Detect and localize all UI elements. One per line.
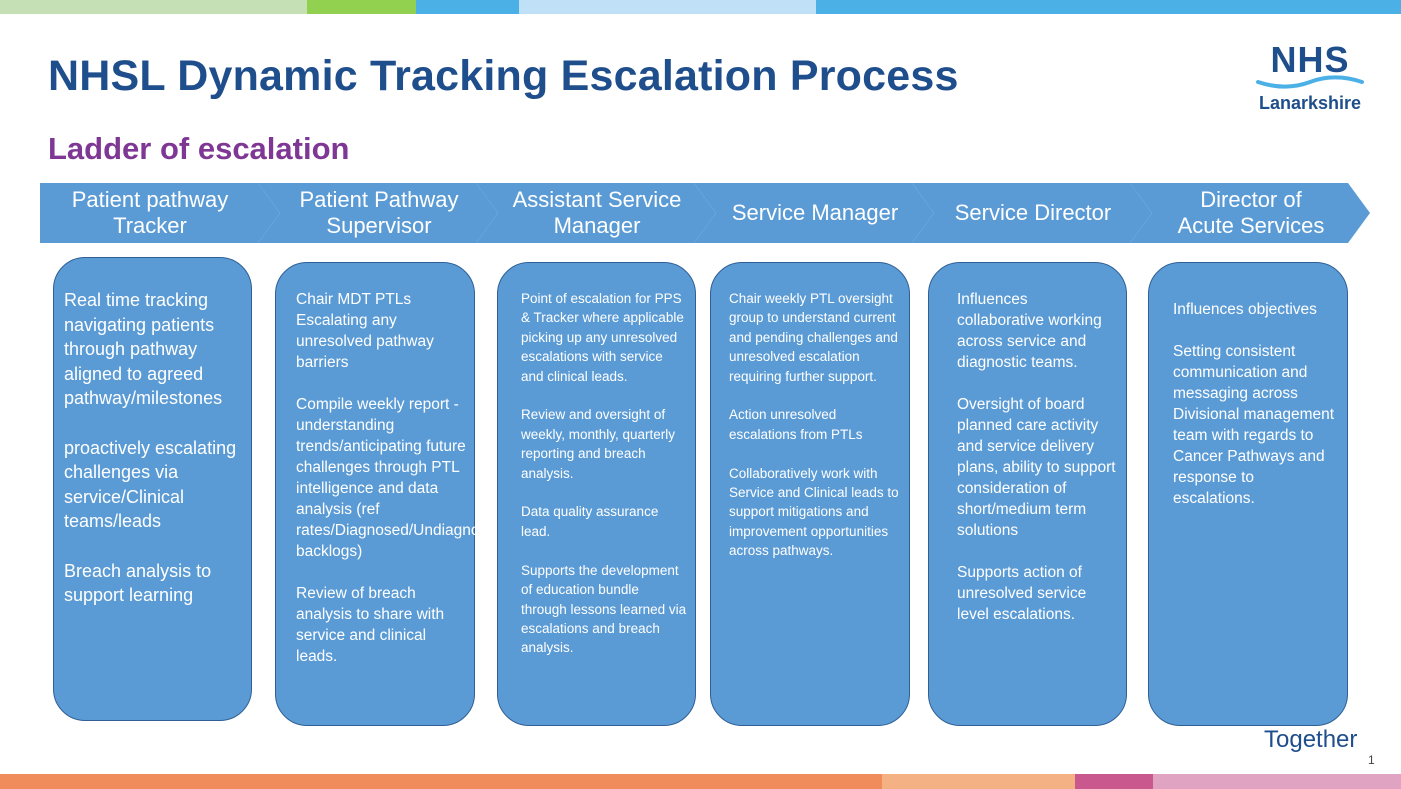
nhs-wave-icon <box>1256 75 1364 89</box>
stage-chevron-label: Service Director <box>954 200 1112 225</box>
stage-card: Real time tracking navigating patients t… <box>53 257 252 721</box>
slide-subtitle: Ladder of escalation <box>48 131 350 166</box>
stage-card: Chair weekly PTL oversight group to unde… <box>710 262 910 726</box>
top-bar-segment <box>0 0 307 14</box>
stage-chevron-label: Service Manager <box>731 200 899 225</box>
stage-card-text: Influences objectives Setting consistent… <box>1173 301 1335 507</box>
stage-chevron-label: Director of Acute Services <box>1177 187 1325 238</box>
top-bar-segment <box>519 0 816 14</box>
footer-tagline: Together <box>1264 726 1358 753</box>
page-number: 1 <box>1368 753 1375 767</box>
top-bar-segment <box>307 0 416 14</box>
bottom-bar-segment <box>0 774 882 789</box>
logo-mark: NHS <box>1270 39 1350 80</box>
top-bar-segment <box>416 0 519 14</box>
logo-region: Lanarkshire <box>1258 93 1362 113</box>
stage-card-text: Chair MDT PTLs Escalating any unresolved… <box>296 291 505 665</box>
top-bar-segment <box>816 0 1401 14</box>
stage-card-text: Chair weekly PTL oversight group to unde… <box>729 291 899 559</box>
stage-card: Point of escalation for PPS & Tracker wh… <box>497 262 696 726</box>
stage-card-text: Real time tracking navigating patients t… <box>64 290 237 606</box>
stage-card: Influences objectives Setting consistent… <box>1148 262 1348 726</box>
bottom-bar-segment <box>1075 774 1153 789</box>
stage-card: Influences collaborative working across … <box>928 262 1127 726</box>
stage-chevron-label: Assistant Service Manager <box>512 187 682 238</box>
nhs-lanarkshire-logo: NHS Lanarkshire <box>1252 40 1368 116</box>
bottom-bar-segment <box>1153 774 1401 789</box>
slide-title: NHSL Dynamic Tracking Escalation Process <box>48 52 959 100</box>
stage-card-text: Point of escalation for PPS & Tracker wh… <box>521 291 687 656</box>
stage-chevron-label: Patient Pathway Supervisor <box>299 187 459 238</box>
stage-chevron-label: Patient pathway Tracker <box>71 187 229 238</box>
bottom-color-bar <box>0 774 1401 789</box>
bottom-bar-segment <box>882 774 1075 789</box>
stage-card: Chair MDT PTLs Escalating any unresolved… <box>275 262 505 726</box>
stage-card-text: Influences collaborative working across … <box>957 291 1116 623</box>
top-color-bar <box>0 0 1401 14</box>
